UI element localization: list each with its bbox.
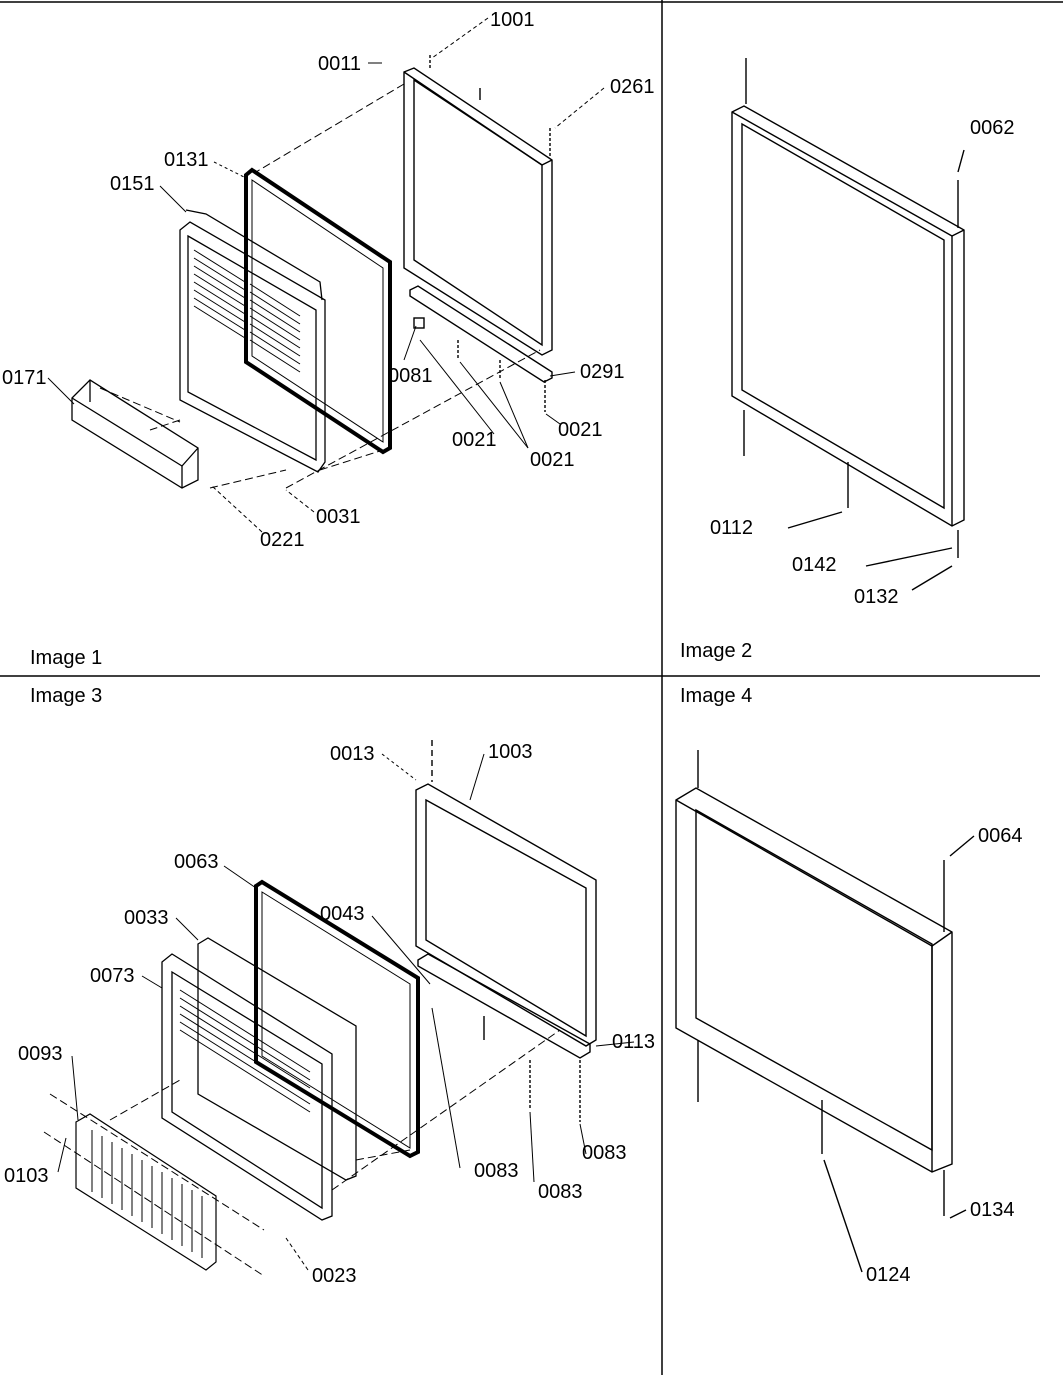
part-label-0021-a: 0021 [558, 419, 603, 441]
part-label-0023: 0023 [312, 1265, 357, 1287]
part-label-0132: 0132 [854, 586, 899, 608]
part-label-0113: 0113 [612, 1031, 656, 1053]
part-label-1001: 1001 [490, 9, 535, 31]
part-label-0131: 0131 [164, 149, 209, 171]
part-label-0112: 0112 [710, 517, 754, 539]
part-label-0043: 0043 [320, 903, 365, 925]
part-label-0124: 0124 [866, 1264, 911, 1286]
image2-outer-frame [731, 58, 965, 591]
panel-caption-image-2: Image 2 [680, 640, 753, 662]
panel-caption-image-4: Image 4 [680, 685, 753, 707]
part-label-0151: 0151 [110, 173, 155, 195]
image3-door-frame [415, 740, 597, 1122]
part-label-0073: 0073 [90, 965, 135, 987]
part-label-0033: 0033 [124, 907, 169, 929]
image3-grille [75, 1113, 217, 1271]
image1-door-frame [403, 55, 553, 412]
image1-door-shelf [71, 379, 199, 489]
part-label-0142: 0142 [792, 554, 837, 576]
part-label-0081: 0081 [388, 365, 433, 387]
part-label-0103: 0103 [4, 1165, 49, 1187]
part-label-0171: 0171 [2, 367, 47, 389]
part-label-0083-c: 0083 [538, 1181, 583, 1203]
image3-callout-lines [57, 753, 635, 1271]
part-label-0064: 0064 [978, 825, 1023, 847]
panel-caption-image-3: Image 3 [30, 685, 103, 707]
part-label-0291: 0291 [580, 361, 625, 383]
part-label-0083-a: 0083 [582, 1142, 627, 1164]
image1-callout-lines [47, 17, 605, 533]
part-label-0093: 0093 [18, 1043, 63, 1065]
part-label-0134: 0134 [970, 1199, 1015, 1221]
image3-panel [197, 937, 357, 1181]
part-label-0011: 0011 [318, 53, 362, 75]
part-label-0031: 0031 [316, 506, 361, 528]
image1-door-liner [179, 209, 326, 473]
part-label-0021-c: 0021 [530, 449, 575, 471]
image1-leader-lines [99, 83, 541, 489]
part-label-0261: 0261 [610, 76, 655, 98]
part-label-0062: 0062 [970, 117, 1015, 139]
image4-outer-frame [675, 750, 975, 1273]
panel-caption-image-1: Image 1 [30, 647, 103, 669]
part-label-0083-b: 0083 [474, 1160, 519, 1182]
part-label-1003: 1003 [488, 741, 533, 763]
part-label-0013: 0013 [330, 743, 375, 765]
image3-leader-lines [43, 1029, 561, 1277]
part-label-0021-b: 0021 [452, 429, 497, 451]
image1-gasket [244, 167, 392, 455]
image3-door-liner [161, 953, 333, 1221]
part-label-0063: 0063 [174, 851, 219, 873]
part-label-0221: 0221 [260, 529, 305, 551]
